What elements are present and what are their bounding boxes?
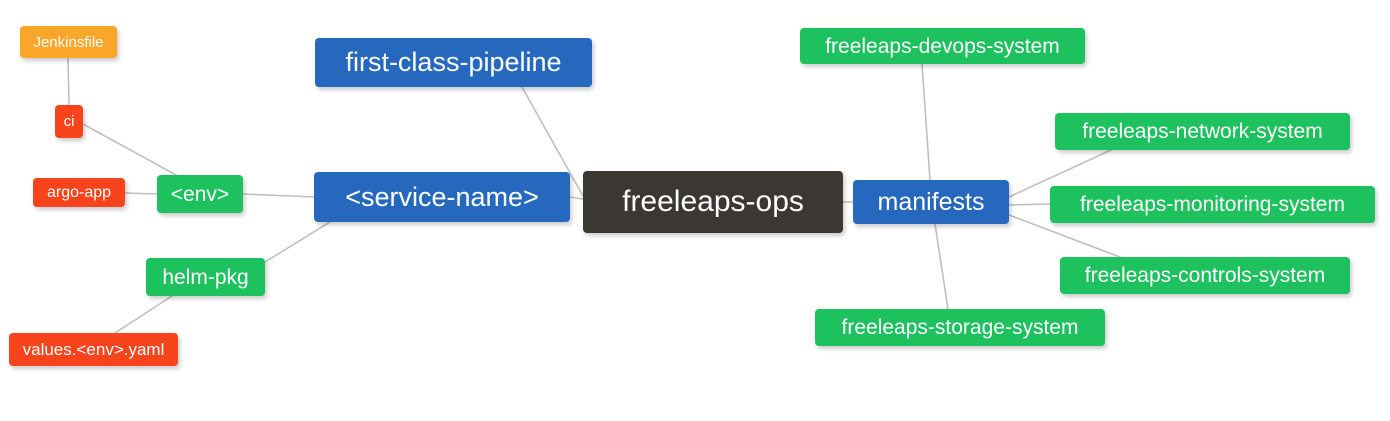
node-jenkinsfile[interactable]: Jenkinsfile bbox=[20, 26, 117, 58]
node-freeleaps-controls-system[interactable]: freeleaps-controls-system bbox=[1060, 257, 1350, 294]
node-freeleaps-ops[interactable]: freeleaps-ops bbox=[583, 171, 843, 233]
node-label: freeleaps-devops-system bbox=[825, 34, 1060, 58]
node-ci[interactable]: ci bbox=[55, 105, 83, 138]
edge-manifests-to-freeleaps-devops-system bbox=[921, 63, 931, 181]
node-freeleaps-storage-system[interactable]: freeleaps-storage-system bbox=[815, 309, 1105, 346]
node-helm-pkg[interactable]: helm-pkg bbox=[146, 258, 265, 296]
node-first-class-pipeline[interactable]: first-class-pipeline bbox=[315, 38, 592, 87]
node-label: freeleaps-storage-system bbox=[841, 316, 1079, 339]
node-label: freeleaps-network-system bbox=[1082, 120, 1323, 143]
edge-helm-pkg-to-values-yaml bbox=[114, 295, 173, 334]
edge-env-to-ci bbox=[82, 123, 177, 176]
node-manifests[interactable]: manifests bbox=[853, 180, 1009, 224]
node-label: freeleaps-controls-system bbox=[1084, 264, 1326, 287]
edge-env-to-argo-app bbox=[124, 192, 158, 195]
node-label: <env> bbox=[170, 182, 230, 206]
node-argo-app[interactable]: argo-app bbox=[33, 178, 125, 207]
node-label: freeleaps-ops bbox=[622, 185, 804, 218]
node-freeleaps-network-system[interactable]: freeleaps-network-system bbox=[1055, 113, 1350, 150]
node-label: first-class-pipeline bbox=[345, 47, 562, 77]
node-env[interactable]: <env> bbox=[157, 175, 243, 213]
node-label: freeleaps-monitoring-system bbox=[1080, 193, 1345, 216]
node-label: <service-name> bbox=[345, 181, 539, 212]
node-label: values.<env>.yaml bbox=[22, 340, 165, 359]
node-label: helm-pkg bbox=[162, 265, 249, 289]
node-label: manifests bbox=[877, 187, 985, 216]
edge-manifests-to-freeleaps-storage-system bbox=[934, 223, 949, 310]
node-service-name[interactable]: <service-name> bbox=[314, 172, 570, 222]
node-label: Jenkinsfile bbox=[33, 33, 104, 51]
node-label: argo-app bbox=[46, 183, 112, 201]
node-freeleaps-devops-system[interactable]: freeleaps-devops-system bbox=[800, 28, 1085, 64]
node-values-yaml[interactable]: values.<env>.yaml bbox=[9, 333, 178, 366]
edge-ci-to-jenkinsfile bbox=[67, 57, 70, 106]
edge-freeleaps-ops-to-service-name bbox=[569, 196, 584, 200]
node-label: ci bbox=[63, 113, 75, 130]
node-freeleaps-monitoring-system[interactable]: freeleaps-monitoring-system bbox=[1050, 186, 1375, 223]
edge-manifests-to-freeleaps-monitoring-system bbox=[1008, 203, 1051, 206]
edge-service-name-to-env bbox=[242, 193, 315, 198]
edge-service-name-to-helm-pkg bbox=[264, 221, 331, 263]
